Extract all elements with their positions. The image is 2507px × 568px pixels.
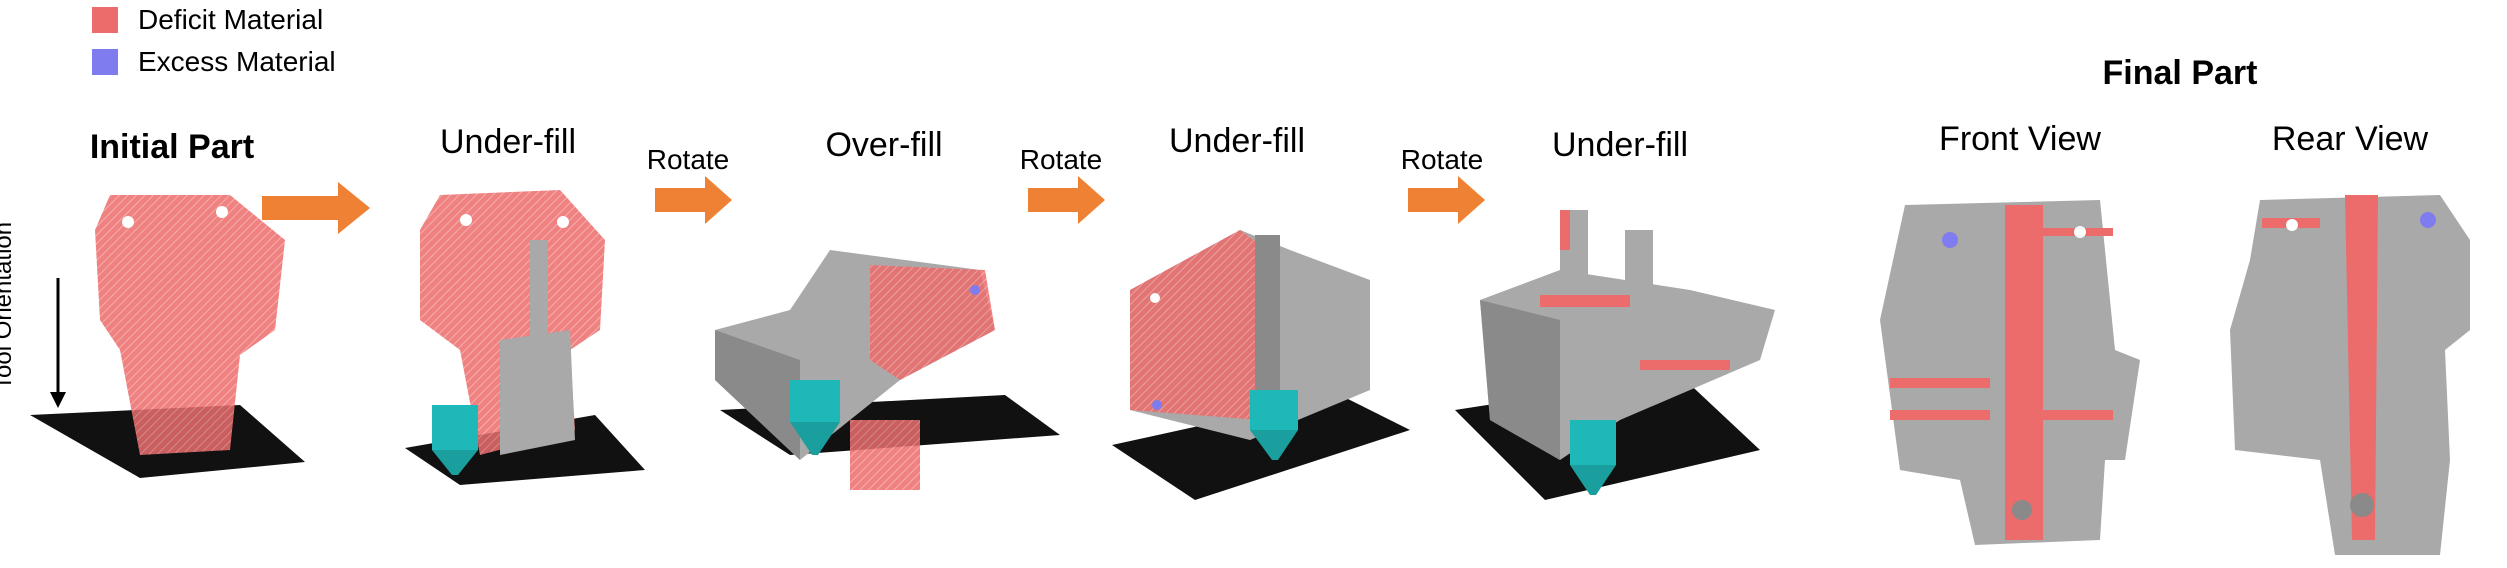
legend-deficit-label: Deficit Material bbox=[138, 4, 324, 35]
rotate-label-1: Rotate bbox=[646, 144, 730, 175]
right-arrow-icon bbox=[655, 176, 732, 224]
stage-title-2: Under-fill bbox=[439, 123, 577, 161]
right-arrow-icon bbox=[1028, 176, 1105, 224]
stage-title-5: Under-fill bbox=[1551, 126, 1689, 164]
stage-title-initial: Initial Part bbox=[89, 128, 255, 166]
stage-3-model bbox=[715, 250, 1060, 490]
stage-2-model bbox=[405, 190, 645, 485]
stage-title-4: Under-fill bbox=[1168, 122, 1306, 160]
excess-marker bbox=[2420, 212, 2436, 228]
right-arrow-icon bbox=[262, 182, 370, 234]
excess-marker bbox=[970, 285, 980, 295]
excess-marker bbox=[1942, 232, 1958, 248]
legend-deficit: Deficit Material bbox=[92, 4, 323, 36]
nozzle-icon bbox=[432, 405, 478, 475]
nozzle-icon bbox=[790, 380, 840, 455]
nozzle-icon bbox=[1570, 420, 1616, 495]
excess-swatch bbox=[92, 49, 118, 75]
platform-4 bbox=[1112, 395, 1410, 500]
stage-5-model bbox=[1455, 210, 1775, 500]
legend-excess-label: Excess Material bbox=[138, 46, 336, 77]
final-part-title: Final Part bbox=[2102, 54, 2258, 92]
stage-4-model bbox=[1112, 230, 1410, 500]
rotate-label-2: Rotate bbox=[1019, 144, 1103, 175]
rotate-label-3: Rotate bbox=[1400, 144, 1484, 175]
rear-view-label: Rear View bbox=[2271, 120, 2429, 158]
final-front-view-model bbox=[1880, 200, 2140, 545]
legend-excess: Excess Material bbox=[92, 46, 336, 78]
deficit-swatch bbox=[92, 7, 118, 33]
right-arrow-icon bbox=[1408, 176, 1485, 224]
nozzle-icon bbox=[1250, 390, 1298, 460]
final-rear-view-model bbox=[2230, 195, 2470, 555]
down-arrow-icon bbox=[50, 278, 66, 408]
front-view-label: Front View bbox=[1939, 120, 2101, 158]
initial-part-model bbox=[30, 195, 305, 478]
excess-marker bbox=[1152, 400, 1162, 410]
stage-title-3: Over-fill bbox=[825, 126, 943, 164]
